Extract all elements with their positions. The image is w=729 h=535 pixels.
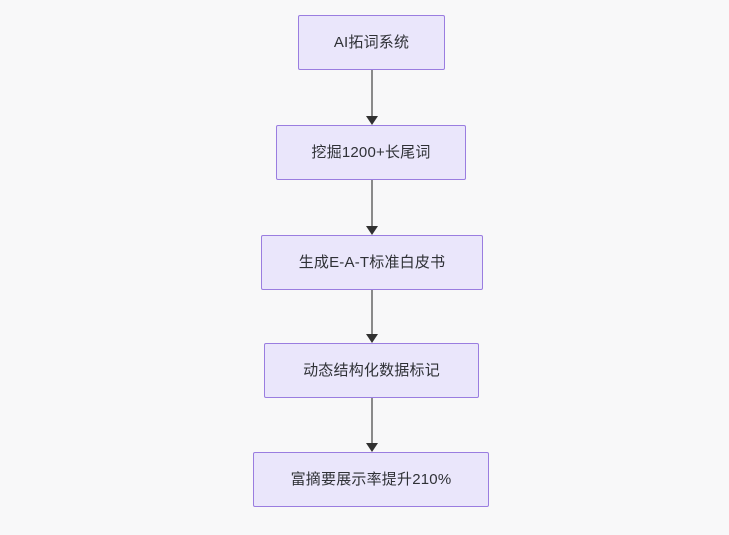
- connector-line: [371, 180, 373, 227]
- flow-connector-3: [366, 290, 378, 343]
- flow-node-3[interactable]: 生成E-A-T标准白皮书: [261, 235, 483, 290]
- flow-connector-2: [366, 180, 378, 235]
- connector-line: [371, 398, 373, 444]
- flow-node-label: 动态结构化数据标记: [303, 362, 440, 379]
- connector-line: [371, 290, 373, 335]
- flow-node-label: AI拓词系统: [333, 34, 410, 51]
- arrowhead-icon: [366, 116, 378, 125]
- arrowhead-icon: [366, 226, 378, 235]
- flow-node-label: 富摘要展示率提升210%: [290, 471, 452, 488]
- arrowhead-icon: [366, 334, 378, 343]
- flow-connector-4: [366, 398, 378, 452]
- flow-node-4[interactable]: 动态结构化数据标记: [264, 343, 479, 398]
- flow-node-5[interactable]: 富摘要展示率提升210%: [253, 452, 489, 507]
- connector-line: [371, 70, 373, 117]
- flow-connector-1: [366, 70, 378, 125]
- arrowhead-icon: [366, 443, 378, 452]
- flow-node-1[interactable]: AI拓词系统: [298, 15, 445, 70]
- flow-node-label: 挖掘1200+长尾词: [311, 144, 431, 161]
- flow-node-2[interactable]: 挖掘1200+长尾词: [276, 125, 466, 180]
- flow-node-label: 生成E-A-T标准白皮书: [298, 254, 446, 271]
